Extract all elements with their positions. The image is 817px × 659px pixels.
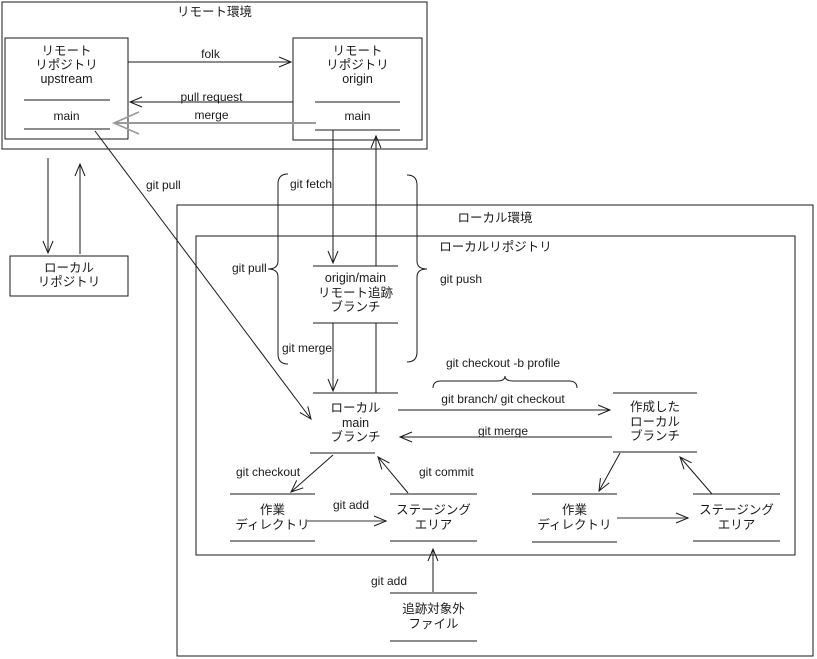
local-env-title: ローカル環境 xyxy=(457,211,533,225)
git-merge-branch-label: git merge xyxy=(477,424,529,438)
upstream-line2: リポジトリ xyxy=(35,58,98,72)
git-merge-tracking-label: git merge xyxy=(282,341,333,355)
git-pull-brace-label: git pull xyxy=(232,261,267,275)
git-branch-checkout-label: git branch/ git checkout xyxy=(441,392,565,406)
upstream-repo-label: リモート リポジトリ upstream xyxy=(5,44,128,86)
git-checkout-label: git checkout xyxy=(236,465,301,479)
upstream-line1: リモート xyxy=(41,44,92,58)
untracked-line1: 追跡対象外 xyxy=(402,602,465,616)
remote-env-title: リモート環境 xyxy=(176,5,252,19)
created-branch-checkout-arrow xyxy=(598,452,621,493)
upstream-main-label: main xyxy=(53,109,80,123)
local-repo-small-box xyxy=(9,255,129,297)
created-branch-line2: ローカル xyxy=(629,414,680,429)
local-repo-inner-box xyxy=(195,235,796,556)
local-env-box xyxy=(176,204,814,657)
created-branch-label: 作成した ローカル ブランチ xyxy=(612,400,698,444)
staging-left-line1: ステージング xyxy=(396,503,471,517)
right-brace xyxy=(406,174,428,363)
origin-line1: リモート xyxy=(332,44,383,58)
tracking-branch-label: origin/main リモート追跡 ブランチ xyxy=(313,271,398,315)
working-dir-left-label: 作業 ディレクトリ xyxy=(230,503,315,533)
left-brace xyxy=(267,173,289,365)
main-branch-line3: ブランチ xyxy=(330,430,381,444)
remote-env-box xyxy=(1,1,428,150)
git-pull-left-label: git pull xyxy=(146,178,181,192)
staging-left-label: ステージング エリア xyxy=(390,503,477,533)
git-commit-label: git commit xyxy=(419,465,474,479)
working-dir-left-line1: 作業 xyxy=(259,503,285,517)
local-repo-small-label: ローカル リポジトリ xyxy=(10,261,128,289)
git-push-label: git push xyxy=(440,272,483,286)
working-dir-right-line2: ディレクトリ xyxy=(537,518,612,532)
tracking-line2: リモート追跡 xyxy=(317,285,393,300)
pull-request-label: pull request xyxy=(180,90,243,104)
tracking-line3: ブランチ xyxy=(330,300,381,314)
origin-repo-box xyxy=(292,37,423,141)
origin-repo-label: リモート リポジトリ origin xyxy=(293,44,422,86)
main-branch-line2: main xyxy=(341,415,370,430)
checkout-b-profile-brace xyxy=(432,375,578,389)
git-commit-arrow xyxy=(377,456,409,494)
local-repo-inner-title: ローカルリポジトリ xyxy=(439,240,552,254)
local-repo-small-line1: ローカル xyxy=(43,261,94,275)
staging-left-line2: エリア xyxy=(414,518,453,532)
fork-label: folk xyxy=(201,47,220,61)
tracking-line1: origin/main xyxy=(324,271,387,285)
created-branch-line1: 作成した xyxy=(629,400,680,414)
main-branch-line1: ローカル xyxy=(330,401,381,415)
untracked-line2: ファイル xyxy=(408,617,459,631)
upstream-line3: upstream xyxy=(40,72,93,86)
staging-right-label: ステージング エリア xyxy=(693,503,780,533)
origin-line2: リポジトリ xyxy=(326,58,389,72)
main-branch-label: ローカル main ブランチ xyxy=(313,401,398,445)
git-add-stage-label: git add xyxy=(333,498,370,512)
origin-main-label: main xyxy=(344,109,371,123)
staging-right-line2: エリア xyxy=(717,518,756,532)
origin-line3: origin xyxy=(342,72,373,86)
git-fetch-label: git fetch xyxy=(290,177,333,191)
working-dir-right-line1: 作業 xyxy=(561,503,587,517)
working-dir-left-line2: ディレクトリ xyxy=(235,518,310,532)
git-add-untracked-label: git add xyxy=(371,574,408,588)
git-pull-diagonal-arrow xyxy=(94,130,312,421)
working-dir-right-label: 作業 ディレクトリ xyxy=(532,503,617,533)
untracked-files-label: 追跡対象外 ファイル xyxy=(390,602,477,632)
staging-right-line1: ステージング xyxy=(699,503,774,517)
upstream-repo-box xyxy=(4,37,129,140)
merge-label: merge xyxy=(194,108,229,122)
local-repo-small-line2: リポジトリ xyxy=(37,274,101,289)
git-checkout-arrow xyxy=(290,454,334,493)
git-checkout-b-profile-label: git checkout -b profile xyxy=(445,356,561,370)
created-branch-line3: ブランチ xyxy=(629,429,680,443)
created-branch-commit-arrow xyxy=(679,456,713,495)
